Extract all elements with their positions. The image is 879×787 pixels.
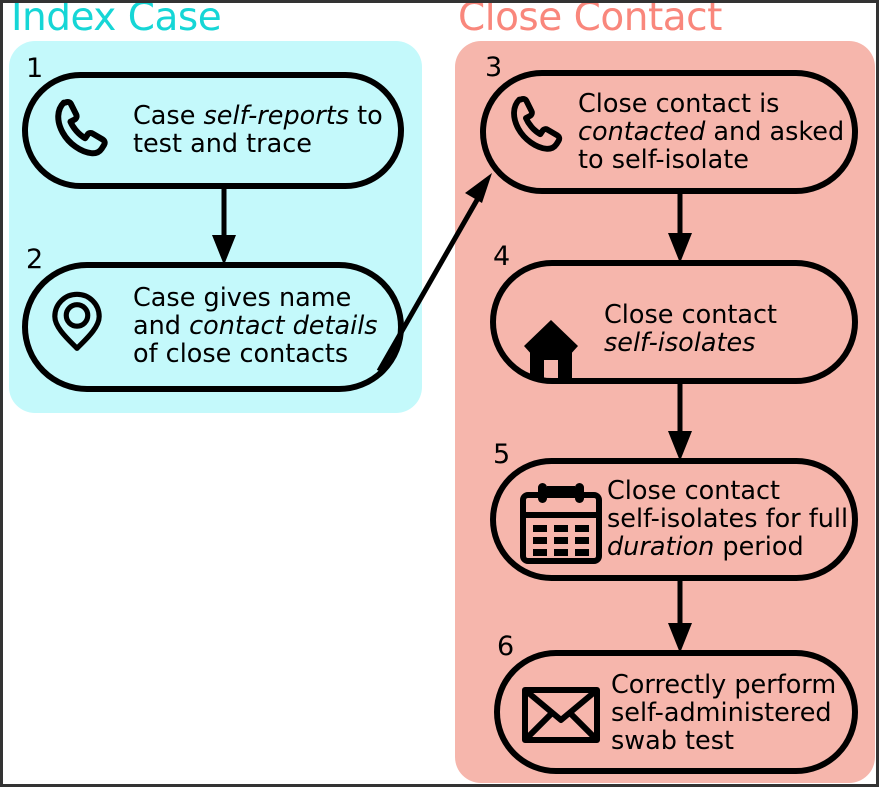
text-line: Close contact is [578,90,863,118]
plain-text: Case gives name [133,283,352,313]
text-line: of close contacts [133,340,405,368]
text-line: self-isolates for full [607,505,875,533]
text-line: to self-isolate [578,146,863,174]
plain-text: test and trace [133,129,312,159]
plain-text: of close contacts [133,339,349,369]
text-line: self-isolates [604,329,859,357]
panel-index-case [9,41,422,413]
plain-text: Case [133,101,204,131]
emphasis-text: self-isolates [604,328,756,358]
panel-title-close-contact: Close Contact [458,0,722,40]
house-icon [524,320,578,380]
text-line: Case self-reports to [133,102,403,130]
text-line: Close contact [604,301,859,329]
step-number-4: 4 [493,241,511,272]
node-1[interactable] [22,72,404,189]
node-3[interactable] [480,70,858,194]
text-line: Case gives name [133,284,405,312]
node-3-outline [480,70,858,194]
text-line: and contact details [133,312,405,340]
plain-text: Close contact [607,476,780,506]
plain-text: and [133,311,190,341]
calendar-icon [520,483,602,564]
text-line: self-administered [611,699,863,727]
plain-text: Close contact is [578,89,780,119]
text-line: Correctly perform [611,671,863,699]
node-2[interactable] [22,262,404,392]
plain-text: period [714,532,804,562]
text-line: test and trace [133,130,403,158]
plain-text: swab test [611,726,735,756]
plain-text: to self-isolate [578,145,749,175]
node-4-outline [490,260,858,384]
arrow-1-to-2 [212,186,236,265]
plain-text: self-administered [611,698,832,728]
arrow-4-to-5 [668,381,692,461]
plain-text: to [349,101,383,131]
step-number-2: 2 [26,244,44,275]
emphasis-text: duration [607,532,715,562]
panel-title-index-case: Index Case [11,0,222,40]
phone-icon [55,99,108,157]
plain-text: and asked [705,117,845,147]
node-6-outline [494,650,858,774]
emphasis-text: contacted [578,117,706,147]
node-1-outline [22,72,404,189]
text-line: swab test [611,727,863,755]
node-5-outline [490,458,858,581]
node-4[interactable] [490,260,858,384]
panel-close-contact [455,41,875,783]
text-line: Close contact [607,477,875,505]
step-number-6: 6 [497,631,515,662]
emphasis-text: contact details [189,311,378,341]
arrow-5-to-6 [668,578,692,653]
step-number-1: 1 [26,53,44,84]
plain-text: self-isolates for full [607,504,849,534]
text-line: contacted and asked [578,118,863,146]
emphasis-text: self-reports [203,101,350,131]
phone-icon [511,95,563,152]
node-5[interactable] [490,458,858,581]
node-6[interactable] [494,650,858,774]
node-2-outline [22,262,404,392]
step-number-3: 3 [485,52,503,83]
arrow-3-to-4 [668,191,692,263]
plain-text: Close contact [604,300,777,330]
plain-text: Correctly perform [611,670,837,700]
step-number-5: 5 [493,439,511,470]
arrow-2-to-3 [376,173,492,373]
text-line: duration period [607,533,875,561]
envelope-icon [522,687,600,743]
location-pin-icon [52,291,102,351]
